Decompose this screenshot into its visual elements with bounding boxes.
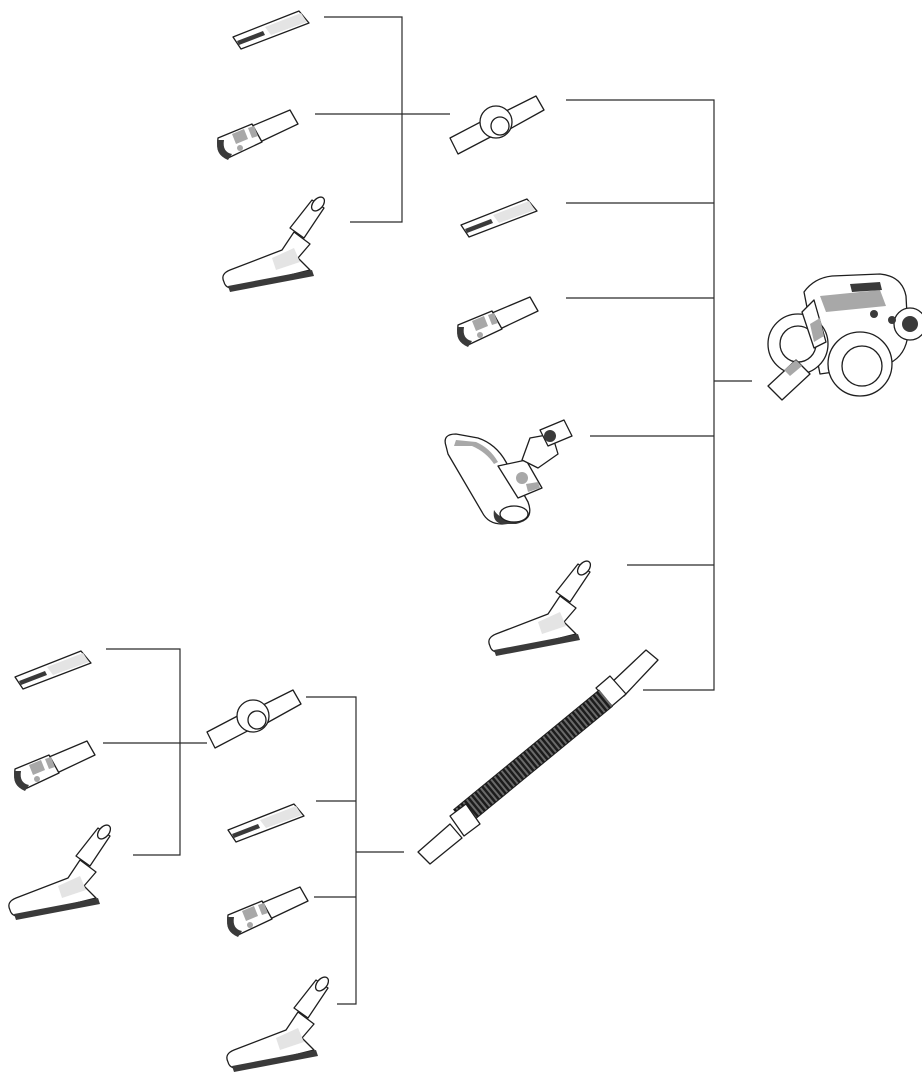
upholstery-tool-icon: [457, 297, 538, 347]
upholstery-tool-icon: [217, 110, 298, 160]
upholstery-tool-icon: [14, 741, 95, 791]
crevice-tool-icon: [15, 651, 91, 689]
crevice-tool-icon: [228, 804, 304, 842]
crevice-tool-icon: [461, 199, 537, 237]
tool-adapter-icon: [450, 96, 544, 154]
flexible-hose-icon: [418, 650, 658, 864]
tool-adapter-icon: [207, 690, 301, 748]
crevice-tool-icon: [233, 11, 309, 49]
vacuum-body-icon: [768, 274, 922, 400]
dusting-brush-icon: [223, 195, 327, 292]
dusting-brush-icon: [227, 975, 331, 1072]
dusting-brush-icon: [489, 559, 593, 656]
upholstery-tool-icon: [227, 887, 308, 937]
dusting-brush-icon: [9, 823, 113, 920]
motorized-floor-head-icon: [445, 420, 572, 524]
